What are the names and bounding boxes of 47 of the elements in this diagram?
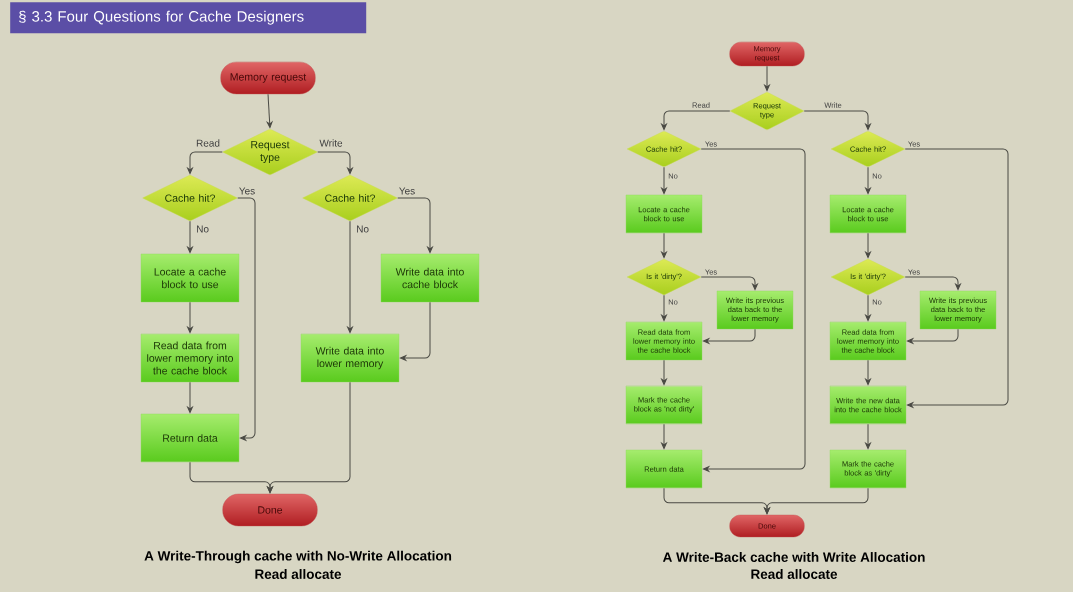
arrow <box>187 381 193 414</box>
arrow <box>187 220 193 254</box>
terminal-pill: Memory request <box>220 61 316 95</box>
arrow <box>661 166 667 195</box>
arrow <box>661 110 731 131</box>
arrow <box>347 220 353 334</box>
arrow <box>865 232 871 259</box>
title-banner: § 3.3 Four Questions for Cache Designers <box>10 2 367 34</box>
arrow <box>764 487 869 515</box>
terminal-pill: Done <box>222 493 318 527</box>
caption-text: A Write-Back cache with Write Allocation <box>662 552 925 562</box>
edge-label: No <box>195 224 210 234</box>
edge-label: Read <box>195 138 221 148</box>
arrow <box>661 232 667 259</box>
arrow <box>661 294 667 322</box>
arrow <box>803 110 871 131</box>
arrow <box>397 197 433 254</box>
arrow <box>317 151 353 175</box>
arrow <box>700 148 806 472</box>
arrow <box>237 197 256 441</box>
arrow <box>700 276 758 291</box>
caption-text: Read allocate <box>751 569 838 579</box>
arrow <box>865 166 871 195</box>
edge-label: Write <box>318 138 344 148</box>
arrow <box>865 359 871 386</box>
edge-label: No <box>355 224 370 234</box>
arrow <box>764 65 770 92</box>
arrow <box>865 294 871 322</box>
edge-label: Yes <box>397 186 417 196</box>
process-box: Locate a cache block to use <box>140 253 240 303</box>
arrow <box>187 151 223 175</box>
arrow <box>266 93 273 129</box>
arrow <box>904 276 961 291</box>
arrow <box>904 148 1009 408</box>
arrow <box>661 423 667 450</box>
process-box: Return data <box>140 413 240 463</box>
arrow <box>399 301 431 361</box>
arrow <box>187 301 193 334</box>
caption-text: Read allocate <box>255 569 342 579</box>
arrow <box>865 423 871 450</box>
process-box: Write data into lower memory <box>300 333 400 383</box>
edge-label: Yes <box>237 186 257 196</box>
arrow <box>661 359 667 386</box>
caption-text: A Write-Through cache with No-Write Allocation <box>144 550 452 564</box>
process-box: Read data from lower memory into the cache block <box>140 333 240 383</box>
process-box: Write data into cache block <box>380 253 480 303</box>
arrow <box>267 381 351 494</box>
